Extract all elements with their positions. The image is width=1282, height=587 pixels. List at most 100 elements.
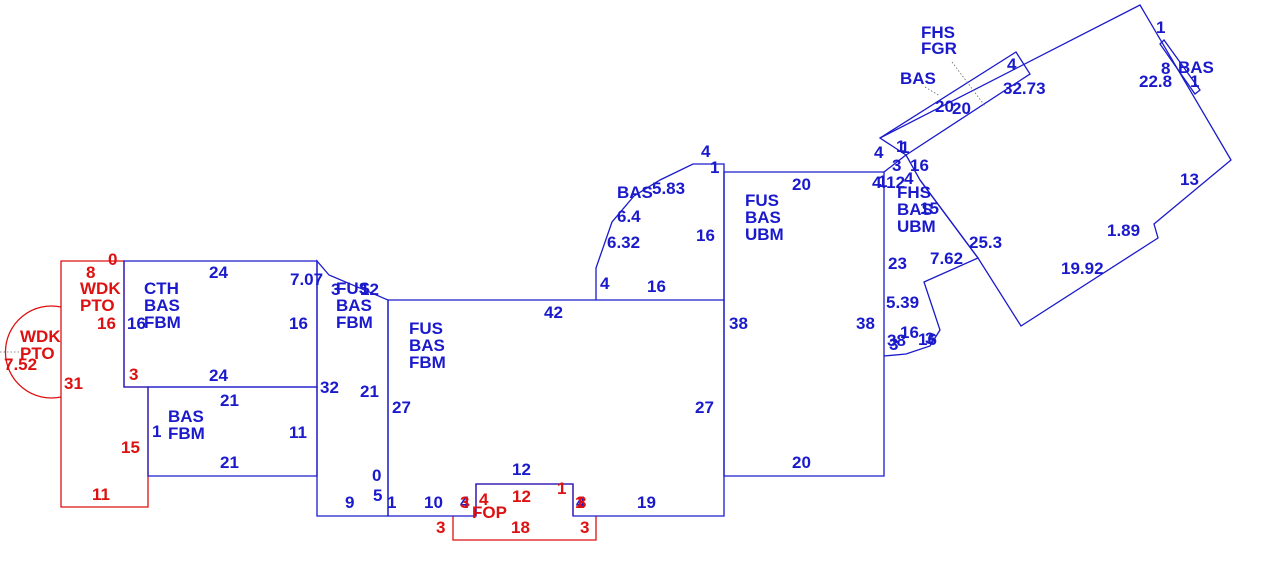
dimension-blue-40: 4 xyxy=(874,143,884,162)
dimension-blue-45: 3 xyxy=(889,335,898,354)
dimension-blue-38: 5.39 xyxy=(886,293,919,312)
dimension-blue-15: 3 xyxy=(331,280,340,299)
blue-outlines xyxy=(123,4,1232,517)
dimension-blue-48: 16 xyxy=(918,330,937,349)
dimension-blue-9: 32 xyxy=(320,378,339,397)
dimension-blue-47: 3 xyxy=(925,329,934,348)
dimension-red-0: 0 xyxy=(108,250,117,269)
dimension-blue-35: 38 xyxy=(856,314,875,333)
dimension-blue-41: 1 xyxy=(896,137,905,156)
dimension-red-7: 7.52 xyxy=(4,355,37,374)
dimension-blue-34: 20 xyxy=(792,175,811,194)
dimension-blue-57: 32.73 xyxy=(1003,79,1046,98)
dimension-blue-4: 24 xyxy=(209,366,228,385)
dimension-blue-32: 4 xyxy=(701,142,711,161)
dimension-blue-23: 19 xyxy=(637,493,656,512)
dimension-blue-33: 1 xyxy=(710,158,719,177)
area-label-fus-right-0: FUS xyxy=(745,191,779,210)
dimension-blue-7: 11 xyxy=(289,423,307,442)
dimension-blue-16: 12 xyxy=(360,280,379,299)
dimension-blue-8: 1 xyxy=(152,422,161,441)
dimension-blue-12: 0 xyxy=(372,466,381,485)
dimension-blue-25: 38 xyxy=(729,314,748,333)
dimension-blue-64: 15 xyxy=(920,199,939,218)
area-label-fus-left-2: FBM xyxy=(336,313,373,332)
dimension-red-8: 3 xyxy=(460,493,469,512)
dimension-blue-27: 4 xyxy=(600,274,610,293)
area-label-fus-center-2: FBM xyxy=(409,353,446,372)
dimension-red-4: 31 xyxy=(64,374,83,393)
bas-connector-line xyxy=(924,86,941,97)
fhs-mid-outline xyxy=(883,154,980,357)
area-label-cth-main-1: BAS xyxy=(144,296,180,315)
dimension-blue-44: 3 xyxy=(892,156,901,175)
dimension-blue-36: 20 xyxy=(792,453,811,472)
dimension-blue-50: 25.3 xyxy=(969,233,1002,252)
dimension-blue-0: 24 xyxy=(209,263,228,282)
area-label-fhs-mid-0: FHS xyxy=(897,183,931,202)
dimension-blue-22: 4 xyxy=(576,493,586,512)
area-label-bas-right-0: BAS xyxy=(1178,58,1214,77)
dimension-blue-39: 38 xyxy=(887,331,906,350)
dimension-blue-10: 21 xyxy=(360,382,379,401)
dimension-red-11: 1 xyxy=(557,479,566,498)
dimension-blue-21: 12 xyxy=(512,460,531,479)
dimension-blue-5: 21 xyxy=(220,391,239,410)
dimension-blue-42: 4.12 xyxy=(872,173,905,192)
dimension-blue-46: 16 xyxy=(900,323,919,342)
area-label-fus-left-0: FUS xyxy=(336,279,370,298)
area-label-wdk-pto-1-0: WDK xyxy=(80,279,121,298)
dimension-red-5: 15 xyxy=(121,438,140,457)
bas-bump-outline xyxy=(595,163,725,300)
dimension-red-9: 4 xyxy=(479,490,489,509)
dimension-blue-2: 16 xyxy=(289,314,308,333)
dimension-blue-11: 9 xyxy=(345,493,354,512)
dimension-red-12: 3 xyxy=(577,493,586,512)
dimension-red-15: 3 xyxy=(580,518,589,537)
dimension-red-14: 18 xyxy=(511,518,530,537)
dimension-blue-6: 21 xyxy=(220,453,239,472)
area-label-cth-main-2: FBM xyxy=(144,313,181,332)
area-label-fus-center-1: BAS xyxy=(409,336,445,355)
area-label-bas-diag-0: BAS xyxy=(900,69,936,88)
dimension-red-13: 3 xyxy=(436,518,445,537)
fus-right-outline xyxy=(723,171,885,477)
dimension-blue-1: 7.07 xyxy=(290,270,323,289)
dimension-blue-56: 4 xyxy=(1007,55,1017,74)
dimension-blue-28: 16 xyxy=(696,226,715,245)
area-label-fhs-mid-2: UBM xyxy=(897,217,936,236)
dimension-blue-60: 22.8 xyxy=(1139,72,1172,91)
dimension-blue-58: 1 xyxy=(1156,18,1165,37)
area-label-fhs-top-0: FHS xyxy=(921,23,955,42)
dimension-blue-13: 5 xyxy=(373,486,382,505)
dimension-blue-62: 1 xyxy=(900,138,909,157)
area-label-fus-left-1: BAS xyxy=(336,296,372,315)
dimension-blue-49: 7.62 xyxy=(930,249,963,268)
dimension-blue-54: 20 xyxy=(935,97,954,116)
dimension-blue-17: 42 xyxy=(544,303,563,322)
area-label-bas-bump-0: BAS xyxy=(617,183,653,202)
bas-right-outline xyxy=(879,4,1232,327)
area-label-bas-lower-1: FBM xyxy=(168,424,205,443)
dimension-blue-20: 4 xyxy=(460,493,470,512)
dimension-blue-19: 10 xyxy=(424,493,443,512)
area-label-fus-right-1: BAS xyxy=(745,208,781,227)
dotted-connectors xyxy=(0,61,986,353)
dimension-blue-3: 16 xyxy=(127,314,146,333)
area-label-wdk-pto-2-0: WDK xyxy=(20,327,61,346)
area-label-wdk-pto-1-1: PTO xyxy=(80,296,115,315)
dimension-blue-24: 27 xyxy=(695,398,714,417)
dimension-blue-26: 16 xyxy=(647,277,666,296)
dimension-blue-55: 20 xyxy=(952,99,971,118)
dimension-blue-14: 1 xyxy=(387,493,396,512)
area-label-fhs-top-1: FGR xyxy=(921,39,957,58)
dimension-blue-53: 13 xyxy=(1180,170,1199,189)
dimension-red-10: 12 xyxy=(512,487,531,506)
dimension-red-1: 8 xyxy=(86,263,95,282)
dimension-blue-29: 6.32 xyxy=(607,233,640,252)
dimension-blue-43: 16 xyxy=(910,156,929,175)
dimension-blue-63: 4 xyxy=(904,169,914,188)
